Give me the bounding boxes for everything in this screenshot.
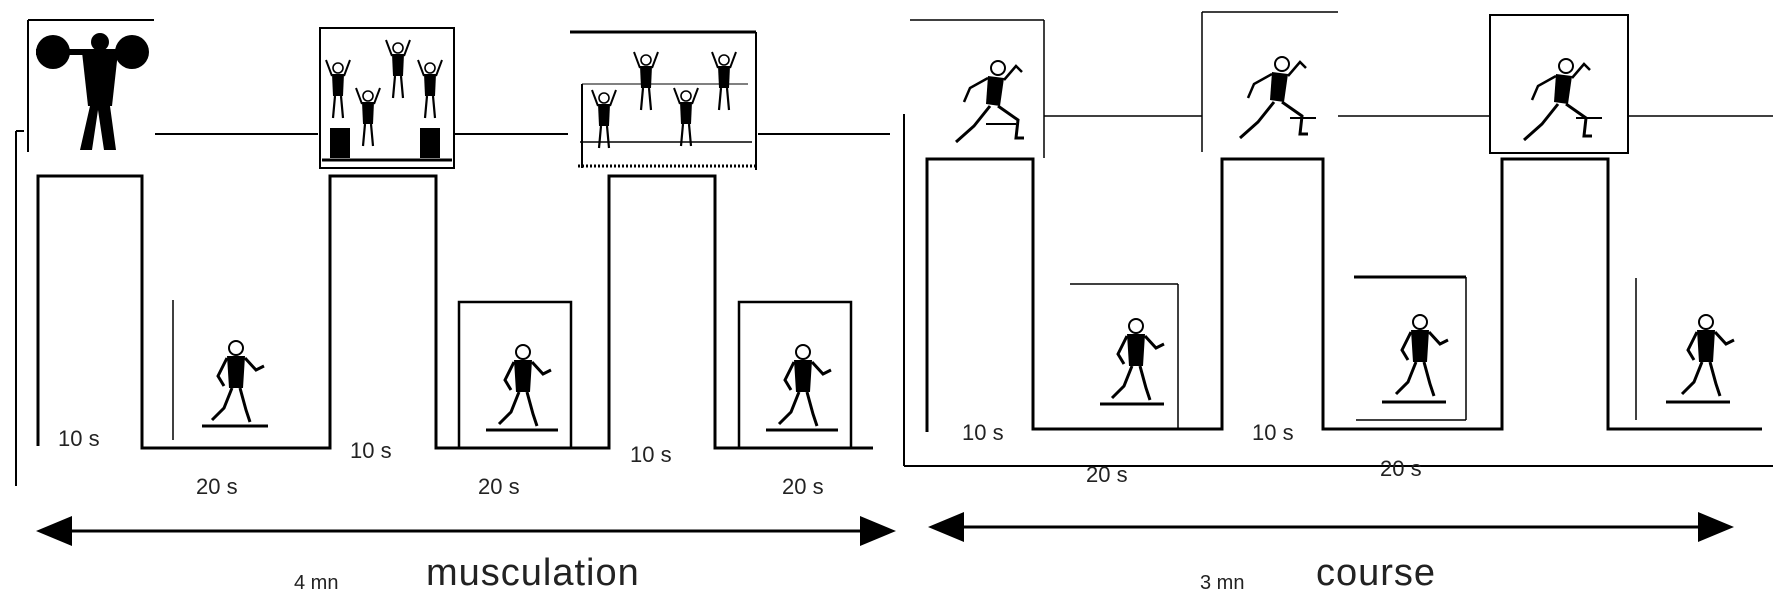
rest-duration-label: 20 s <box>478 474 520 499</box>
runner-icon <box>457 300 573 450</box>
work-duration-label: 10 s <box>962 420 1004 445</box>
course-interval-profile <box>925 157 1762 432</box>
work-duration-label: 10 s <box>350 438 392 463</box>
course-title: course <box>1316 552 1437 594</box>
runner-icon <box>172 300 268 440</box>
runner-icon <box>1354 275 1467 421</box>
musculation-title: musculation <box>426 552 640 594</box>
course-duration-arrow <box>928 512 1734 542</box>
runner-icon <box>1635 278 1736 420</box>
barbell-lifter-icon <box>27 19 154 152</box>
sprinter-icon <box>1489 14 1629 154</box>
rest-duration-label: 20 s <box>1380 456 1422 481</box>
rest-duration-label: 20 s <box>196 474 238 499</box>
rest-duration-label: 20 s <box>782 474 824 499</box>
course-total-duration: 3 mn <box>1200 572 1245 594</box>
musculation-duration-arrow <box>36 516 896 546</box>
rest-duration-label: 20 s <box>1086 462 1128 487</box>
work-duration-label: 10 s <box>58 426 100 451</box>
musculation-interval-profile <box>36 174 873 450</box>
step-up-jumpers-icon <box>319 27 455 169</box>
sprinter-icon <box>910 19 1045 158</box>
sprinter-icon <box>1201 11 1338 152</box>
musculation-total-duration: 4 mn <box>294 572 339 594</box>
course-panel <box>903 11 1773 542</box>
jump-rope-jumpers-icon <box>570 30 757 170</box>
work-duration-label: 10 s <box>1252 420 1294 445</box>
runner-icon <box>1070 283 1179 428</box>
musculation-panel <box>15 19 896 546</box>
runner-icon <box>737 300 853 450</box>
work-duration-label: 10 s <box>630 442 672 467</box>
